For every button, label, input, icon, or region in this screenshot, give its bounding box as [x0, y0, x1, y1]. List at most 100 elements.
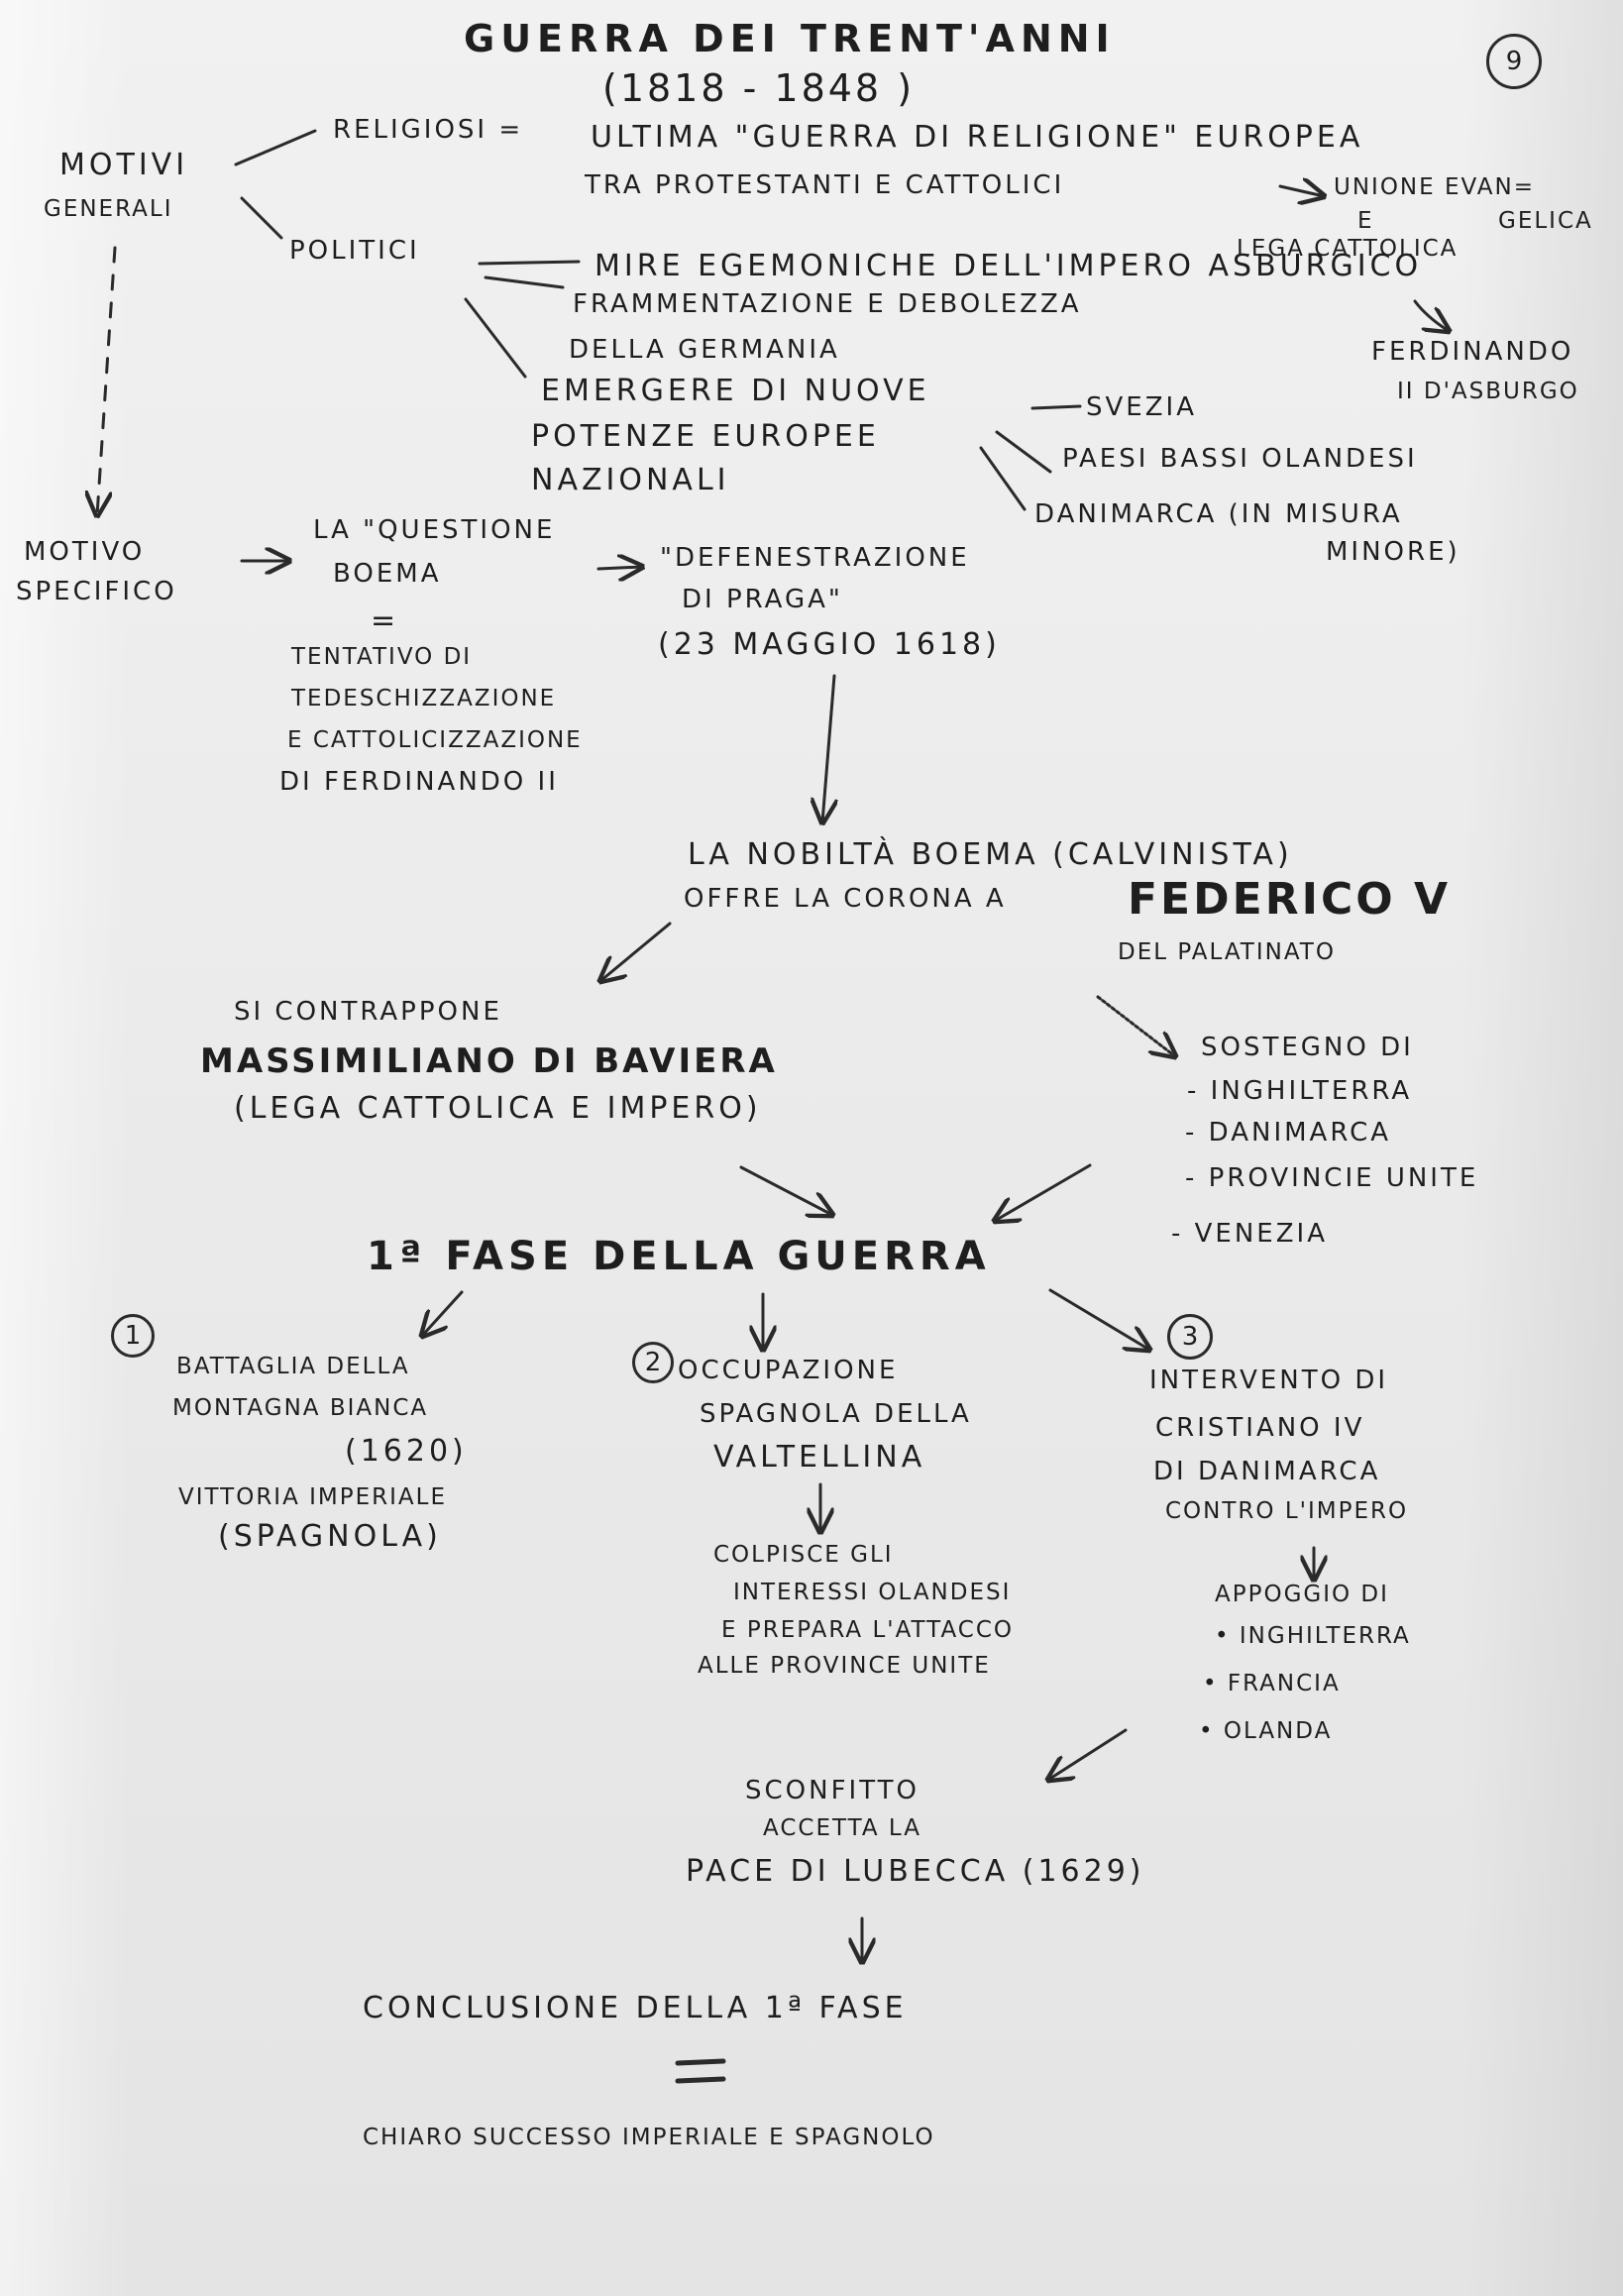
page-title: GUERRA DEI TRENT'ANNI [464, 17, 1116, 60]
title-dates: (1818 - 1848 ) [602, 66, 916, 110]
arrow-ferdinando [1413, 299, 1449, 331]
arrow-contrappone-fase [739, 1165, 832, 1215]
unione-e: E [1357, 208, 1374, 234]
questione-line2: BOEMA [333, 559, 442, 589]
contrappone-line1: SI CONTRAPPONE [234, 997, 502, 1027]
tentativo-2: TEDESCHIZZAZIONE [291, 686, 557, 711]
sostegno-item: - DANIMARCA [1185, 1118, 1392, 1148]
emergere-3: NAZIONALI [531, 463, 730, 497]
defenestrazione-line2: DI PRAGA" [682, 585, 843, 614]
fase2-number: 2 [632, 1342, 674, 1383]
arrow-fase-1 [422, 1290, 464, 1336]
line-motivi-religiosi [234, 129, 317, 166]
fase3-line: CONTRO L'IMPERO [1165, 1498, 1409, 1524]
motivo-label: MOTIVO [24, 537, 146, 567]
emergere-2: POTENZE EUROPEE [531, 419, 880, 454]
fase3-line: DI DANIMARCA [1153, 1457, 1381, 1486]
tentativo-1: TENTATIVO DI [291, 644, 473, 670]
tentativo-4: DI FERDINANDO II [279, 767, 559, 797]
sconfitto-line1: SCONFITTO [745, 1776, 920, 1805]
ferdinando-label-2: II D'ASBURGO [1397, 379, 1579, 404]
conclusione-line2: CHIARO SUCCESSO IMPERIALE E SPAGNOLO [363, 2125, 935, 2150]
unione-evangelica-1: UNIONE EVAN= [1334, 174, 1535, 200]
religiosi-line1: ULTIMA "GUERRA DI RELIGIONE" EUROPEA [591, 120, 1364, 155]
line-danimarca [979, 446, 1027, 511]
arrow-questione-defenestrazione [596, 567, 642, 569]
lega-cattolica: LEGA CATTOLICA [1237, 236, 1459, 262]
mire-egemoniche: MIRE EGEMONICHE DELL'IMPERO ASBURGICO [595, 249, 1423, 283]
fase1-line: (1620) [345, 1434, 468, 1469]
fase2-line: SPAGNOLA DELLA [700, 1399, 972, 1429]
line-politici-frammentazione [484, 275, 565, 289]
appoggio-item: • OLANDA [1199, 1718, 1333, 1744]
equals-top [675, 2058, 726, 2066]
appoggio-title: APPOGGIO DI [1215, 1582, 1389, 1607]
religiosi-line2: TRA PROTESTANTI E CATTOLICI [585, 170, 1065, 200]
defenestrazione-line1: "DEFENESTRAZIONE [660, 543, 970, 573]
fase-heading: 1ª FASE DELLA GUERRA [367, 1234, 991, 1279]
fase1-line: MONTAGNA BIANCA [172, 1395, 429, 1421]
fase1-line: VITTORIA IMPERIALE [178, 1484, 447, 1510]
arrow-defenestrazione-nobilta [822, 674, 834, 822]
fase3-line: CRISTIANO IV [1155, 1413, 1365, 1443]
danimarca-minore: MINORE) [1326, 537, 1461, 567]
equals-bottom [675, 2076, 726, 2084]
svezia: SVEZIA [1086, 392, 1197, 422]
questione-line1: LA "QUESTIONE [313, 515, 556, 545]
fase2-effetto: COLPISCE GLI [713, 1542, 894, 1568]
dashed-arrow-specifico [97, 246, 117, 515]
fase1-line: BATTAGLIA DELLA [176, 1354, 410, 1379]
politici-label: POLITICI [289, 236, 420, 266]
fase1-number: 1 [111, 1314, 155, 1358]
paesi-bassi-olandesi: PAESI BASSI OLANDESI [1062, 444, 1418, 474]
danimarca-misura: DANIMARCA (IN MISURA [1034, 499, 1403, 529]
sostegno-title: SOSTEGNO DI [1201, 1033, 1414, 1062]
arrow-federico-sostegno [1096, 995, 1175, 1056]
fase2-line: OCCUPAZIONE [678, 1356, 899, 1385]
unione-evangelica-2: GELICA [1498, 208, 1593, 234]
massimiliano: MASSIMILIANO DI BAVIERA [200, 1041, 778, 1081]
conclusione-line1: CONCLUSIONE DELLA 1ª FASE [363, 1991, 908, 2025]
emergere-1: EMERGERE DI NUOVE [541, 374, 930, 408]
arrow-olanda-sconfitto [1048, 1728, 1128, 1780]
fase2-effetto: ALLE PROVINCE UNITE [698, 1653, 991, 1679]
specifico-label: SPECIFICO [16, 577, 177, 606]
sostegno-item: - INGHILTERRA [1187, 1076, 1413, 1106]
line-motivi-politici [240, 196, 283, 240]
defenestrazione-date: (23 MAGGIO 1618) [658, 627, 1001, 662]
line-politici-mire [478, 260, 581, 266]
arrow-sostegno-fase [995, 1163, 1092, 1221]
tentativo-3: E CATTOLICIZZAZIONE [287, 727, 583, 753]
religiosi-label: RELIGIOSI = [333, 115, 524, 145]
questione-equals: = [371, 603, 400, 638]
arrow-unione [1278, 186, 1324, 196]
fase2-effetto: E PREPARA L'ATTACCO [721, 1617, 1014, 1643]
federico-v: FEDERICO V [1128, 874, 1452, 925]
fase3-line: INTERVENTO DI [1149, 1366, 1389, 1395]
generali-label: GENERALI [44, 196, 173, 222]
arrow-nobilta-contrappone [600, 922, 672, 981]
nobilta-line2: OFFRE LA CORONA A [684, 884, 1007, 914]
nobilta-line1: LA NOBILTÀ BOEMA (CALVINISTA) [688, 837, 1293, 872]
ferdinando-label-1: FERDINANDO [1371, 337, 1574, 367]
pace-di-lubecca: PACE DI LUBECCA (1629) [686, 1854, 1145, 1889]
frammentazione-1: FRAMMENTAZIONE E DEBOLEZZA [573, 289, 1082, 319]
fase3-number: 3 [1167, 1314, 1213, 1360]
sostegno-item: - VENEZIA [1171, 1219, 1329, 1249]
sostegno-item: - PROVINCIE UNITE [1185, 1163, 1479, 1193]
appoggio-item: • FRANCIA [1203, 1671, 1341, 1696]
fase2-effetto: INTERESSI OLANDESI [733, 1580, 1012, 1605]
frammentazione-2: DELLA GERMANIA [569, 335, 840, 365]
del-palatinato: DEL PALATINATO [1118, 939, 1336, 965]
arrow-fase-3 [1048, 1288, 1149, 1350]
line-politici-emergere [464, 297, 527, 379]
contrappone-line3: (LEGA CATTOLICA E IMPERO) [234, 1091, 762, 1126]
motivi-label: MOTIVI [59, 148, 189, 182]
page-number: 9 [1486, 34, 1542, 89]
fase2-line: VALTELLINA [713, 1440, 926, 1475]
sconfitto-line2: ACCETTA LA [763, 1815, 922, 1841]
fase1-line: (SPAGNOLA) [218, 1519, 442, 1554]
line-svezia [1030, 404, 1082, 410]
